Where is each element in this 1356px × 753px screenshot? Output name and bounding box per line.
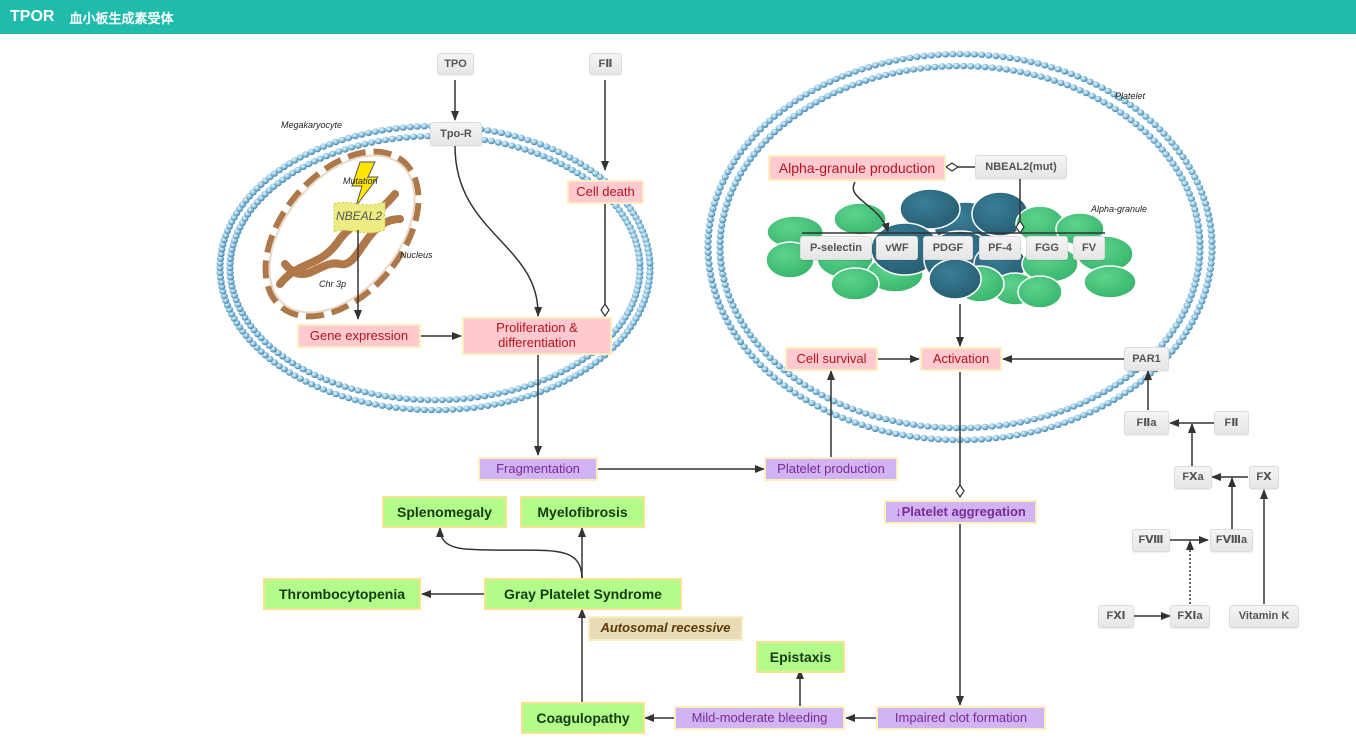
gene-name: 血小板生成素受体: [69, 10, 174, 26]
megakaryocyte-membrane-outer: [216, 122, 654, 414]
node-platelet-aggregation[interactable]: ↓Platelet aggregation: [884, 500, 1037, 524]
node-pdgf[interactable]: PDGF: [923, 236, 973, 260]
node-splenomegaly[interactable]: Splenomegaly: [382, 496, 507, 528]
gene-code: TPOR: [10, 8, 55, 25]
granule-blob: [899, 188, 961, 230]
node-gene-expression[interactable]: Gene expression: [297, 324, 421, 348]
node-platelet-production[interactable]: Platelet production: [764, 457, 898, 481]
nucleus: [262, 148, 422, 320]
platelet-membrane-outer: [704, 50, 1216, 444]
edges: [354, 80, 1268, 722]
node-fv[interactable]: FV: [1073, 236, 1105, 260]
node-thrombocytopenia[interactable]: Thrombocytopenia: [263, 578, 421, 610]
pathway-canvas: [216, 50, 1268, 722]
node-proliferation[interactable]: Proliferation & differentiation: [462, 317, 612, 355]
node-myelofibrosis[interactable]: Myelofibrosis: [520, 496, 645, 528]
node-fxia[interactable]: FⅪa: [1170, 605, 1210, 628]
label-chr: Chr 3p: [319, 279, 347, 289]
node-tpo-r[interactable]: Tpo-R: [430, 122, 482, 146]
node-fviii[interactable]: FⅧ: [1132, 529, 1170, 552]
granule-blob: [830, 267, 880, 301]
node-fviiia[interactable]: FⅧa: [1210, 529, 1253, 552]
node-fii[interactable]: FⅡ: [1214, 411, 1249, 435]
node-tpo[interactable]: TPO: [437, 53, 474, 75]
gene-flag-icon: [333, 201, 386, 234]
node-cell-survival[interactable]: Cell survival: [785, 347, 878, 371]
node-par1[interactable]: PAR1: [1124, 347, 1169, 371]
node-impaired-clot[interactable]: Impaired clot formation: [876, 706, 1046, 730]
node-p-selectin[interactable]: P-selectin: [800, 236, 872, 260]
granule-blob: [928, 258, 982, 300]
node-pf4[interactable]: PF-4: [979, 236, 1021, 260]
node-fragmentation[interactable]: Fragmentation: [478, 457, 598, 481]
node-coagulopathy[interactable]: Coagulopathy: [521, 702, 645, 734]
gene-nbeal2[interactable]: NBEAL2: [336, 209, 383, 223]
edge-tpor-prolif: [454, 145, 543, 317]
label-alpha-granule: Alpha-granule: [1091, 204, 1148, 214]
node-mild-bleeding[interactable]: Mild-moderate bleeding: [674, 706, 845, 730]
label-nucleus: Nucleus: [400, 250, 433, 260]
platelet-membrane-inner: [716, 62, 1204, 432]
node-fii-top[interactable]: FⅡ: [589, 53, 622, 75]
node-vwf[interactable]: vWF: [876, 236, 918, 260]
granule-blob: [1083, 265, 1137, 299]
node-fxi[interactable]: FⅪ: [1098, 605, 1134, 628]
node-fxa[interactable]: FⅩa: [1174, 466, 1212, 489]
lightning-icon: [351, 161, 380, 207]
node-cell-death[interactable]: Cell death: [567, 180, 644, 204]
edge-alpha-granules: [852, 181, 890, 233]
label-megakaryocyte: Megakaryocyte: [281, 120, 343, 130]
header-bar: TPOR 血小板生成素受体: [0, 0, 1356, 34]
node-activation[interactable]: Activation: [920, 347, 1002, 371]
granule-blob: [833, 202, 887, 236]
cell-membranes: [216, 50, 1216, 444]
node-autosomal-recessive: Autosomal recessive: [588, 616, 743, 641]
node-vitamin-k[interactable]: Vitamin K: [1229, 605, 1299, 628]
node-fx[interactable]: FⅩ: [1249, 466, 1279, 489]
node-epistaxis[interactable]: Epistaxis: [756, 641, 845, 673]
granule-blob: [1017, 275, 1063, 309]
node-alpha-granule-production[interactable]: Alpha-granule production: [768, 155, 946, 181]
edge-gps-spleno: [436, 527, 583, 580]
label-mutation: Mutation: [343, 176, 378, 186]
node-nbeal2-mut[interactable]: NBEAL2(mut): [975, 155, 1067, 179]
node-gray-platelet-syndrome[interactable]: Gray Platelet Syndrome: [484, 578, 682, 610]
label-platelet: Platelet: [1115, 91, 1146, 101]
node-fiia[interactable]: FⅡa: [1124, 411, 1169, 435]
node-fgg[interactable]: FGG: [1026, 236, 1068, 260]
